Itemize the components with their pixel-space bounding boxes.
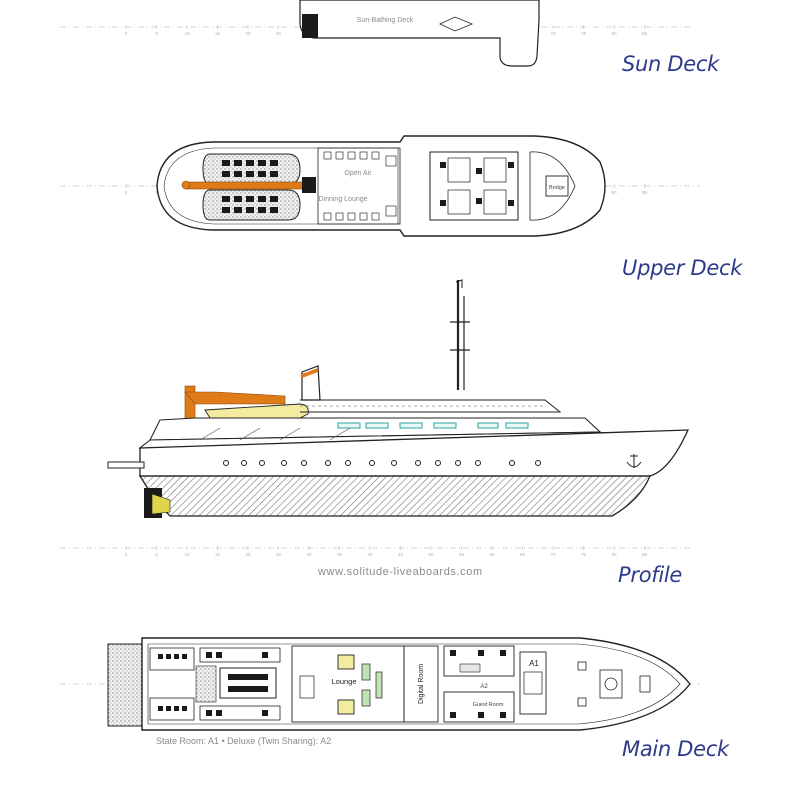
profile-title: Profile (618, 563, 683, 587)
scale-tick-label: 80 (611, 31, 617, 36)
scale-tick-label: 0 (125, 552, 128, 557)
scale-tick-label: 70 (550, 552, 556, 557)
scale-tick-label: 70 (550, 31, 556, 36)
open-air-label: Open Air (344, 170, 372, 177)
scale-tick-label: 30 (306, 552, 312, 557)
website-url: www.solitude-liveaboards.com (318, 566, 483, 578)
scale-tick-label: 85 (642, 31, 648, 36)
scale-tick-label: 5 (155, 31, 158, 36)
scale-tick-label: 50 (428, 552, 434, 557)
scale-tick-label: 55 (459, 552, 465, 557)
scale-tick-label: 0 (125, 31, 128, 36)
guest-room-label: Guest Room (473, 702, 504, 708)
cabin-legend: State Room: A1 • Deluxe (Twin Sharing): … (156, 736, 332, 746)
upper-deck-title: Upper Deck (622, 256, 743, 280)
digital-room-label: Digital Room (418, 664, 425, 704)
scale-tick-label: 60 (489, 552, 495, 557)
scale-tick-label: 20 (245, 31, 251, 36)
scale-tick-label: 65 (520, 552, 526, 557)
scale-tick-label: 45 (398, 552, 404, 557)
cabin-a1-label: A1 (529, 659, 539, 668)
scale-tick-label: 80 (611, 190, 617, 195)
cabin-a2-label: A2 (480, 684, 488, 690)
sun-deck-title: Sun Deck (622, 52, 720, 76)
lounge-label: Lounge (331, 677, 356, 686)
scale-tick-label: 25 (276, 552, 282, 557)
scale-tick-label: 85 (642, 190, 648, 195)
scale-tick-label: 25 (276, 31, 282, 36)
scale-tick-label: 10 (184, 552, 190, 557)
scale-tick-label: 5 (155, 552, 158, 557)
scale-ruler-profile: 0 5 10 15 20 25 30 35 40 45 50 55 60 65 70 75 80 85 (125, 546, 648, 557)
scale-tick-label: 0 (125, 190, 128, 195)
scale-tick-label: 35 (337, 552, 343, 557)
scale-tick-label: 15 (215, 552, 221, 557)
scale-tick-label: 10 (184, 31, 190, 36)
main-deck-title: Main Deck (622, 737, 729, 761)
bridge-label: Bridge (549, 185, 565, 191)
sunbathing-deck-label: Sun-Bathing Deck (357, 17, 414, 24)
scale-tick-label: 75 (581, 552, 587, 557)
scale-tick-label: 85 (642, 552, 648, 557)
scale-tick-label: 20 (245, 552, 251, 557)
scale-tick-label: 5 (155, 190, 158, 195)
scale-tick-label: 40 (367, 552, 373, 557)
dining-lounge-label: Dinning Lounge (318, 196, 367, 203)
scale-tick-label: 80 (611, 552, 617, 557)
profile-plan: 0 5 10 15 20 25 30 35 40 45 50 55 60 65 70 75 80 85 (60, 279, 690, 557)
scale-tick-label: 15 (215, 31, 221, 36)
anchor-icon (626, 454, 642, 468)
scale-tick-label: 75 (581, 31, 587, 36)
